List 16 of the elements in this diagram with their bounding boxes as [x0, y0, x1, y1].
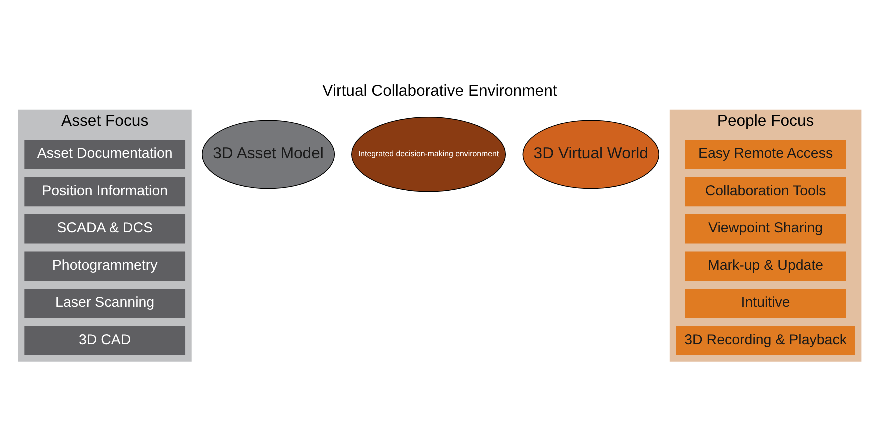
- node-ellipse: 3D Asset Model: [202, 120, 336, 189]
- node-box: Photogrammetry: [24, 251, 186, 281]
- node-box: Intuitive: [685, 288, 846, 318]
- node-box: Position Information: [24, 176, 186, 206]
- diagram-title: Virtual Collaborative Environment: [322, 82, 558, 100]
- node-box: Viewpoint Sharing: [685, 214, 846, 244]
- node-ellipse: Integrated decision-making environment: [352, 116, 506, 192]
- node-box: 3D Recording & Playback: [676, 326, 856, 356]
- node-box: 3D CAD: [24, 326, 186, 356]
- node-box: Easy Remote Access: [685, 140, 846, 169]
- node-box: Asset Documentation: [24, 140, 186, 169]
- node-box: SCADA & DCS: [24, 214, 186, 244]
- node-box: Laser Scanning: [24, 288, 186, 318]
- node-ellipse: 3D Virtual World: [522, 120, 660, 189]
- node-box: Collaboration Tools: [685, 176, 846, 206]
- node-box: Mark-up & Update: [685, 251, 846, 281]
